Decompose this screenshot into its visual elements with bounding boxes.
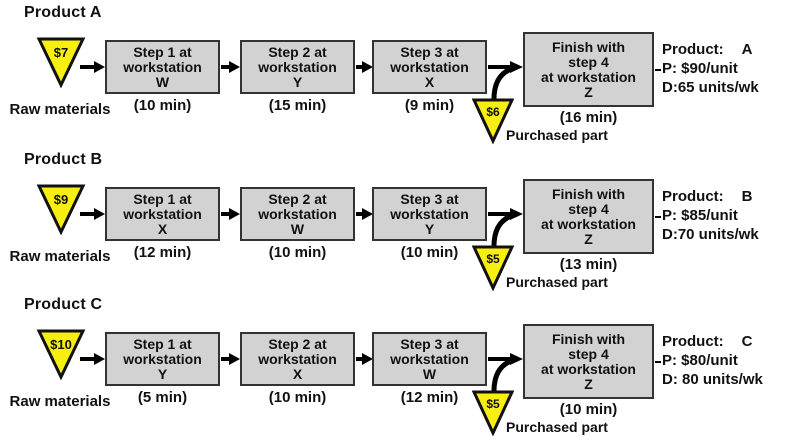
- product-info-value: C: [741, 333, 753, 350]
- purchased-part-label: Purchased part: [506, 419, 608, 435]
- raw-materials-label: Raw materials: [9, 101, 111, 118]
- product-title: Product C: [24, 296, 103, 313]
- purchased-part-triangle-icon: [472, 245, 514, 291]
- raw-materials-cost: $9: [53, 192, 69, 207]
- raw-materials-label: Raw materials: [9, 248, 111, 265]
- product-info-label: Product:: [662, 333, 724, 350]
- step-time: (5 min): [137, 389, 188, 406]
- purchased-part-triangle-icon: [472, 98, 514, 144]
- step-time: (10 min): [268, 244, 327, 261]
- product-demand: D:70 units/wk: [662, 226, 759, 243]
- product-info: Product: C P: $80/unit D: 80 units/wk: [662, 332, 763, 389]
- product-demand: D: 80 units/wk: [662, 371, 763, 388]
- product-info-label: Product:: [662, 188, 724, 205]
- raw-materials-cost: $7: [53, 45, 69, 60]
- raw-materials-triangle-icon: [36, 37, 86, 88]
- finish-step-time: (13 min): [559, 256, 618, 273]
- product-info: Product: A P: $90/unit D:65 units/wk: [662, 40, 759, 97]
- product-title: Product B: [24, 151, 103, 168]
- product-price: P: $90/unit: [662, 60, 738, 77]
- product-info: Product: B P: $85/unit D:70 units/wk: [662, 187, 759, 244]
- finish-step-time: (16 min): [559, 109, 618, 126]
- flow-arrows: [80, 61, 661, 105]
- step-time: (10 min): [268, 389, 327, 406]
- flow-arrows: [80, 208, 661, 252]
- step-time: (10 min): [400, 244, 459, 261]
- raw-materials-cost: $10: [50, 337, 72, 352]
- purchased-part-cost: $6: [486, 105, 500, 119]
- raw-materials-triangle-icon: [36, 329, 86, 380]
- product-info-label: Product:: [662, 41, 724, 58]
- product-info-value: B: [741, 188, 753, 205]
- finish-step-time: (10 min): [559, 401, 618, 418]
- step-time: (9 min): [404, 97, 455, 114]
- purchased-part-label: Purchased part: [506, 127, 608, 143]
- purchased-part-cost: $5: [486, 252, 500, 266]
- step-time: (12 min): [133, 244, 192, 261]
- purchased-part-triangle-icon: [472, 390, 514, 436]
- product-price: P: $85/unit: [662, 207, 738, 224]
- purchased-part-label: Purchased part: [506, 274, 608, 290]
- product-demand: D:65 units/wk: [662, 79, 759, 96]
- product-info-value: A: [741, 41, 753, 58]
- purchased-part-cost: $5: [486, 397, 500, 411]
- step-time: (15 min): [268, 97, 327, 114]
- step-time: (10 min): [133, 97, 192, 114]
- flow-arrows: [80, 353, 661, 397]
- product-price: P: $80/unit: [662, 352, 738, 369]
- step-time: (12 min): [400, 389, 459, 406]
- raw-materials-triangle-icon: [36, 184, 86, 235]
- product-title: Product A: [24, 4, 102, 21]
- raw-materials-label: Raw materials: [9, 393, 111, 410]
